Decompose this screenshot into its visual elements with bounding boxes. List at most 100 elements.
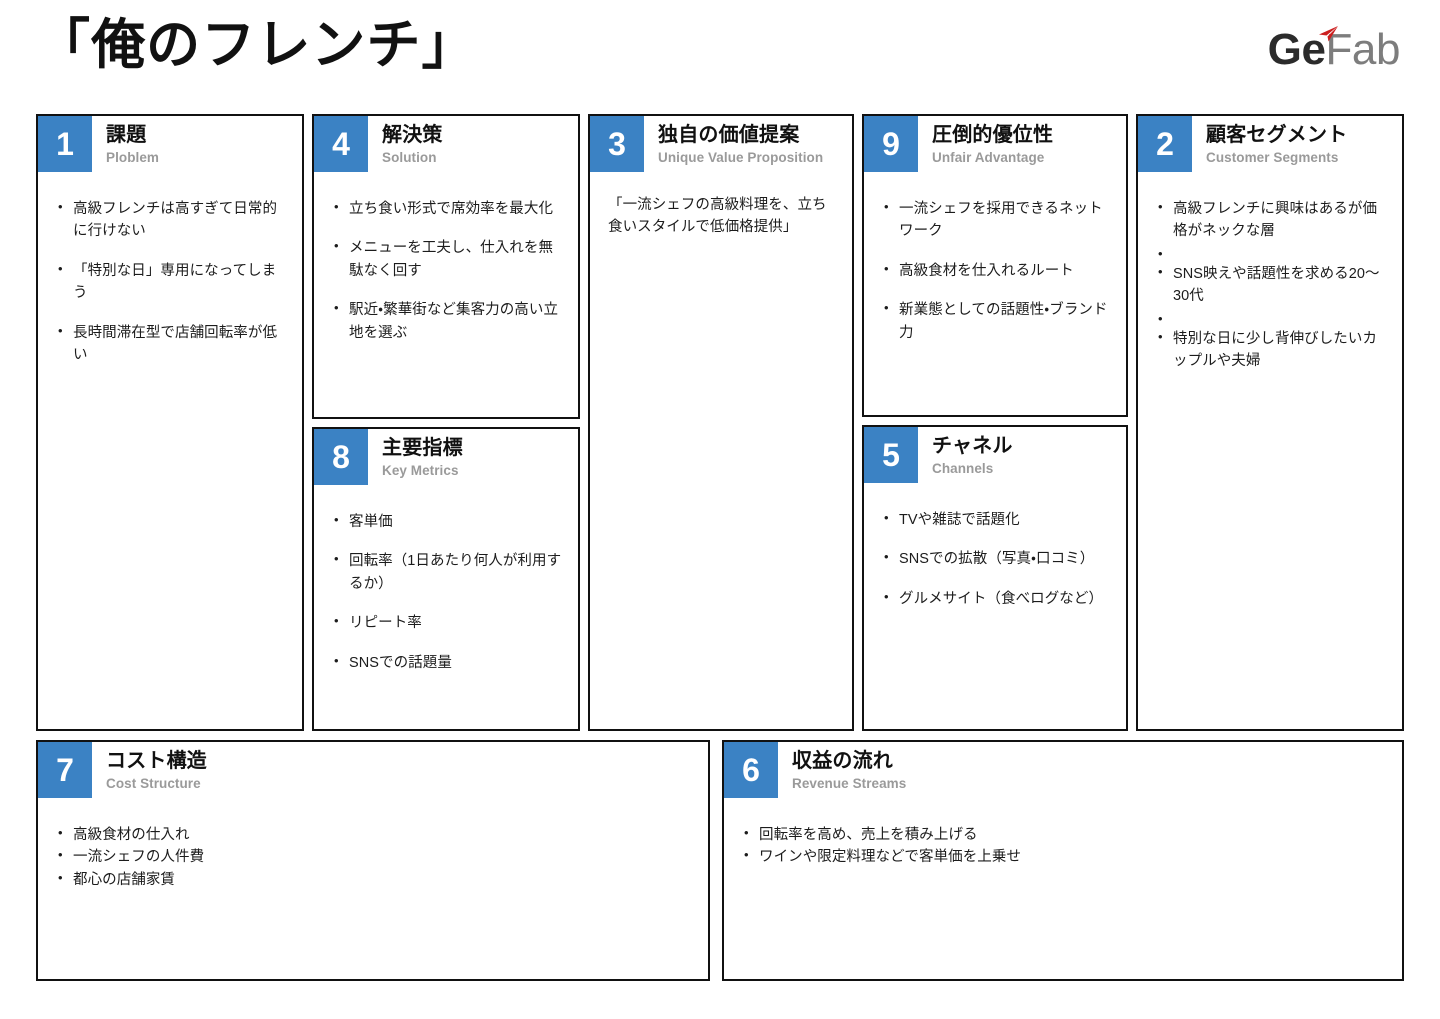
card-unfair-advantage-body: 一流シェフを採用できるネットワーク 高級食材を仕入れるルート 新業態としての話題… (864, 172, 1126, 354)
brand-logo-primary: Ge (1267, 25, 1326, 74)
card-unfair-advantage-number: 9 (864, 116, 918, 172)
card-uvp-titles: 独自の価値提案 Unique Value Proposition (644, 116, 823, 172)
list-item (1156, 244, 1386, 265)
card-revenue-streams-number: 6 (724, 742, 778, 798)
list-item (1156, 309, 1386, 330)
card-channels-body: TVや雑誌で話題化 SNSでの拡散（写真・口コミ） グルメサイト（食べログなど） (864, 483, 1126, 620)
card-customer-segments-body: 高級フレンチに興味はあるが価格がネックな層 SNS映えや話題性を求める20〜30… (1138, 172, 1402, 383)
card-uvp-title-en: Unique Value Proposition (658, 149, 824, 165)
card-key-metrics[interactable]: 8 主要指標 Key Metrics 客単価 回転率（1日あたり何人が利用するか… (312, 427, 580, 731)
list-item: 立ち食い形式で席効率を最大化 (332, 197, 562, 220)
card-uvp-text: 「一流シェフの高級料理を、立ち食いスタイルで低価格提供」 (608, 197, 827, 236)
card-cost-structure-titles: コスト構造 Cost Structure (92, 742, 207, 798)
card-revenue-streams-titles: 収益の流れ Revenue Streams (778, 742, 906, 798)
paper-plane-icon (1319, 26, 1338, 42)
list-item: ワインや限定料理などで客単価を上乗せ (742, 845, 1386, 868)
list-item: 新業態としての話題性・ブランド力 (882, 298, 1110, 344)
card-key-metrics-body: 客単価 回転率（1日あたり何人が利用するか） リピート率 SNSでの話題量 (314, 485, 578, 684)
list-item: 「特別な日」専用になってしまう (56, 259, 286, 305)
card-solution[interactable]: 4 解決策 Solution 立ち食い形式で席効率を最大化 メニューを工夫し、仕… (312, 114, 580, 419)
card-revenue-streams-body: 回転率を高め、売上を積み上げる ワインや限定料理などで客単価を上乗せ (724, 798, 1402, 879)
card-unfair-advantage-list: 一流シェフを採用できるネットワーク 高級食材を仕入れるルート 新業態としての話題… (882, 197, 1110, 344)
card-revenue-streams-list: 回転率を高め、売上を積み上げる ワインや限定料理などで客単価を上乗せ (742, 823, 1386, 869)
card-channels-title-ja: チャネル (932, 435, 1013, 458)
card-solution-number: 4 (314, 116, 368, 172)
card-solution-header: 4 解決策 Solution (314, 116, 578, 172)
list-item: SNSでの拡散（写真・口コミ） (882, 547, 1110, 570)
card-unique-value-proposition[interactable]: 3 独自の価値提案 Unique Value Proposition 「一流シェ… (588, 114, 854, 731)
list-item: 高級フレンチに興味はあるが価格がネックな層 (1156, 197, 1386, 243)
card-customer-segments-title-ja: 顧客セグメント (1206, 124, 1348, 147)
card-unfair-advantage-title-ja: 圧倒的優位性 (932, 124, 1054, 147)
card-key-metrics-number: 8 (314, 429, 368, 485)
list-item: メニューを工夫し、仕入れを無駄なく回す (332, 236, 562, 282)
card-problem-header: 1 課題 Ploblem (38, 116, 302, 172)
card-revenue-streams-title-en: Revenue Streams (792, 775, 907, 791)
card-problem-titles: 課題 Ploblem (92, 116, 159, 172)
card-solution-body: 立ち食い形式で席効率を最大化 メニューを工夫し、仕入れを無駄なく回す 駅近・繁華… (314, 172, 578, 354)
card-customer-segments-header: 2 顧客セグメント Customer Segments (1138, 116, 1402, 172)
list-item: 駅近・繁華街など集客力の高い立地を選ぶ (332, 298, 562, 344)
page-title: 「俺のフレンチ」 (36, 15, 477, 75)
card-cost-structure-title-ja: コスト構造 (106, 750, 207, 773)
card-problem[interactable]: 1 課題 Ploblem 高級フレンチは高すぎて日常的に行けない 「特別な日」専… (36, 114, 304, 731)
card-revenue-streams-title-ja: 収益の流れ (792, 750, 893, 773)
card-unfair-advantage-titles: 圧倒的優位性 Unfair Advantage (918, 116, 1053, 172)
card-customer-segments-titles: 顧客セグメント Customer Segments (1192, 116, 1347, 172)
card-key-metrics-list: 客単価 回転率（1日あたり何人が利用するか） リピート率 SNSでの話題量 (332, 510, 562, 674)
card-key-metrics-title-en: Key Metrics (382, 462, 459, 478)
card-cost-structure-title-en: Cost Structure (106, 775, 201, 791)
brand-logo-secondary: Fab (1325, 25, 1401, 74)
card-key-metrics-titles: 主要指標 Key Metrics (368, 429, 463, 485)
list-item: グルメサイト（食べログなど） (882, 587, 1110, 610)
card-solution-title-en: Solution (382, 149, 437, 165)
list-item: 長時間滞在型で店舗回転率が低い (56, 321, 286, 367)
card-solution-list: 立ち食い形式で席効率を最大化 メニューを工夫し、仕入れを無駄なく回す 駅近・繁華… (332, 197, 562, 344)
card-solution-titles: 解決策 Solution (368, 116, 443, 172)
list-item: 高級食材を仕入れるルート (882, 259, 1110, 282)
list-item: 回転率を高め、売上を積み上げる (742, 823, 1386, 846)
list-item: 客単価 (332, 510, 562, 533)
card-key-metrics-title-ja: 主要指標 (382, 437, 463, 460)
card-uvp-number: 3 (590, 116, 644, 172)
card-customer-segments-list: 高級フレンチに興味はあるが価格がネックな層 SNS映えや話題性を求める20〜30… (1156, 197, 1386, 373)
list-item: 高級食材の仕入れ (56, 823, 692, 846)
card-channels-number: 5 (864, 427, 918, 483)
card-uvp-body: 「一流シェフの高級料理を、立ち食いスタイルで低価格提供」 (590, 172, 852, 249)
card-problem-title-en: Ploblem (106, 149, 159, 165)
card-key-metrics-header: 8 主要指標 Key Metrics (314, 429, 578, 485)
card-channels-title-en: Channels (932, 460, 994, 476)
card-uvp-title-ja: 独自の価値提案 (658, 124, 800, 147)
list-item: SNS映えや話題性を求める20〜30代 (1156, 262, 1386, 308)
card-problem-list: 高級フレンチは高すぎて日常的に行けない 「特別な日」専用になってしまう 長時間滞… (56, 197, 286, 367)
card-cost-structure-body: 高級食材の仕入れ 一流シェフの人件費 都心の店舗家賃 (38, 798, 708, 901)
card-problem-title-ja: 課題 (106, 124, 147, 147)
list-item: 一流シェフを採用できるネットワーク (882, 197, 1110, 243)
card-uvp-header: 3 独自の価値提案 Unique Value Proposition (590, 116, 852, 172)
list-item: TVや雑誌で話題化 (882, 508, 1110, 531)
card-revenue-streams-header: 6 収益の流れ Revenue Streams (724, 742, 1402, 798)
card-cost-structure-header: 7 コスト構造 Cost Structure (38, 742, 708, 798)
card-channels[interactable]: 5 チャネル Channels TVや雑誌で話題化 SNSでの拡散（写真・口コミ… (862, 425, 1128, 731)
card-revenue-streams[interactable]: 6 収益の流れ Revenue Streams 回転率を高め、売上を積み上げる … (722, 740, 1404, 981)
list-item: リピート率 (332, 611, 562, 634)
card-solution-title-ja: 解決策 (382, 124, 443, 147)
card-unfair-advantage-header: 9 圧倒的優位性 Unfair Advantage (864, 116, 1126, 172)
list-item: 一流シェフの人件費 (56, 845, 692, 868)
card-unfair-advantage[interactable]: 9 圧倒的優位性 Unfair Advantage 一流シェフを採用できるネット… (862, 114, 1128, 417)
card-unfair-advantage-title-en: Unfair Advantage (932, 149, 1045, 165)
card-cost-structure[interactable]: 7 コスト構造 Cost Structure 高級食材の仕入れ 一流シェフの人件… (36, 740, 710, 981)
list-item: 回転率（1日あたり何人が利用するか） (332, 549, 562, 595)
card-customer-segments-title-en: Customer Segments (1206, 149, 1339, 165)
card-channels-titles: チャネル Channels (918, 427, 1013, 483)
list-item: 特別な日に少し背伸びしたいカップルや夫婦 (1156, 327, 1386, 373)
card-cost-structure-number: 7 (38, 742, 92, 798)
list-item: 高級フレンチは高すぎて日常的に行けない (56, 197, 286, 243)
card-customer-segments[interactable]: 2 顧客セグメント Customer Segments 高級フレンチに興味はある… (1136, 114, 1404, 731)
list-item: SNSでの話題量 (332, 651, 562, 674)
card-cost-structure-list: 高級食材の仕入れ 一流シェフの人件費 都心の店舗家賃 (56, 823, 692, 891)
card-problem-body: 高級フレンチは高すぎて日常的に行けない 「特別な日」専用になってしまう 長時間滞… (38, 172, 302, 377)
